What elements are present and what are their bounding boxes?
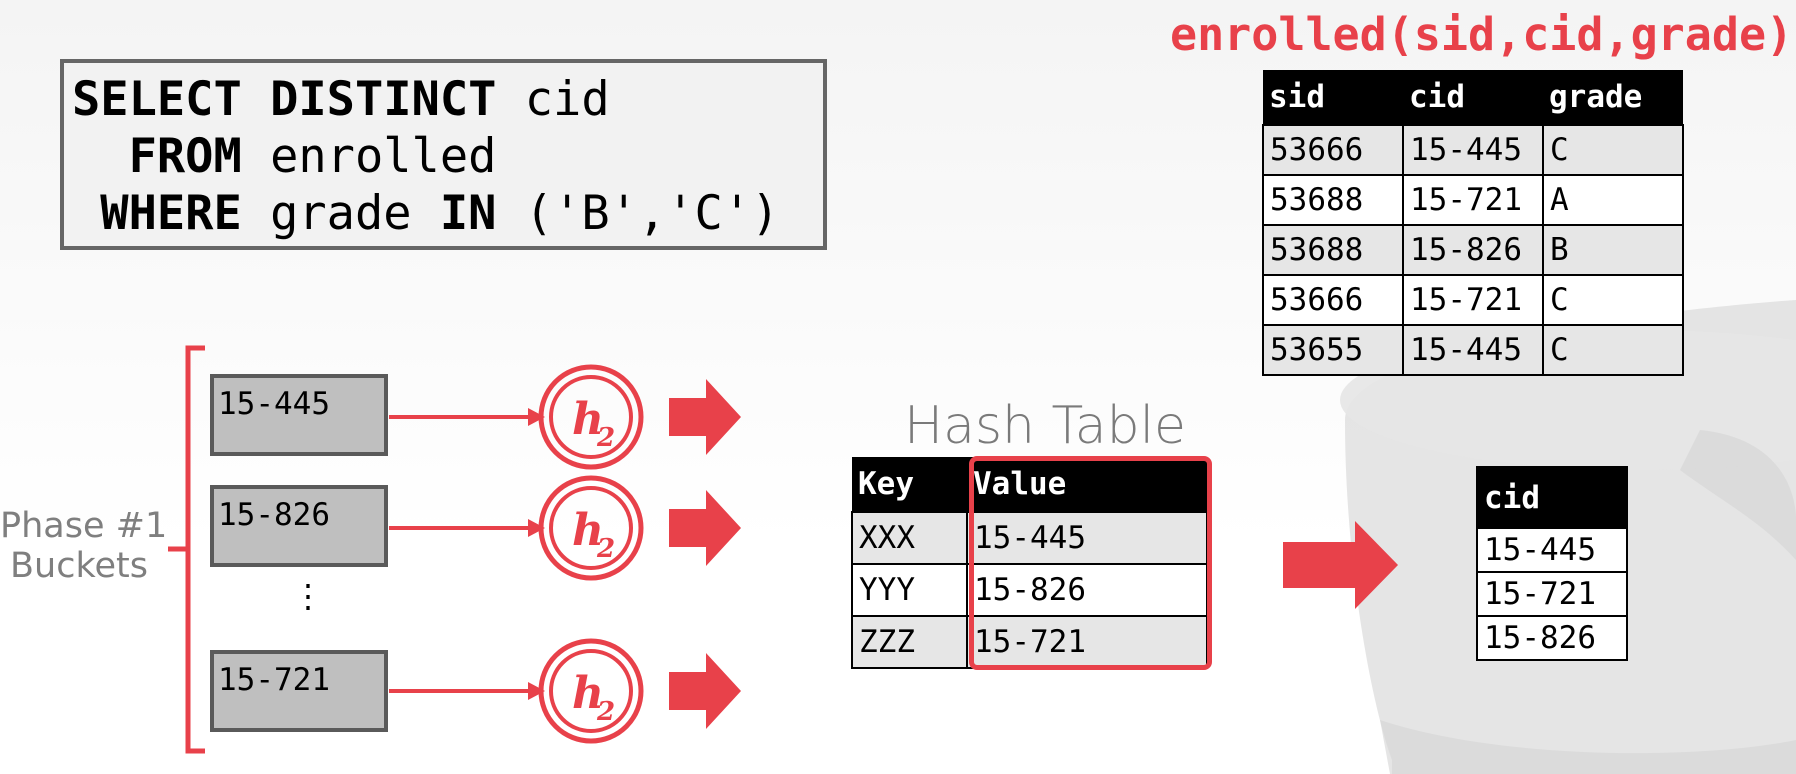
sql-line-from: FROM enrolled bbox=[72, 128, 813, 185]
connector-arrowhead bbox=[528, 408, 545, 700]
value-column-highlight bbox=[969, 456, 1212, 670]
table-cell: ZZZ bbox=[851, 615, 968, 669]
column-header: sid bbox=[1263, 70, 1403, 125]
column-header: cid bbox=[1477, 467, 1627, 528]
result-table: cid 15-445 15-721 15-826 bbox=[1476, 466, 1628, 661]
table-cell: 53688 bbox=[1262, 224, 1404, 276]
sql-query-box: SELECT DISTINCT cid FROM enrolled WHERE … bbox=[60, 59, 827, 250]
table-cell: 15-445 bbox=[966, 511, 1208, 565]
table-cell: 15-826 bbox=[966, 563, 1208, 617]
table-row: 53688 15-721 A bbox=[1262, 174, 1684, 226]
table-row: 53666 15-445 C bbox=[1262, 124, 1684, 176]
table-cell: 15-826 bbox=[1402, 224, 1544, 276]
bucket-box: 15-445 bbox=[210, 374, 388, 456]
table-row: 15-826 bbox=[1476, 615, 1628, 661]
table-row: YYY 15-826 bbox=[851, 563, 1208, 617]
table-cell: 15-721 bbox=[1402, 174, 1544, 226]
table-cell: A bbox=[1542, 174, 1684, 226]
table-cell: 15-445 bbox=[1476, 527, 1628, 573]
table-cell: 53655 bbox=[1262, 324, 1404, 376]
bucket-box: 15-721 bbox=[210, 650, 388, 732]
sql-line-where: WHERE grade IN ('B','C') bbox=[72, 185, 813, 242]
svg-text:h: h bbox=[572, 505, 604, 556]
phase-label-line2: Buckets bbox=[10, 546, 148, 586]
table-cell: 53666 bbox=[1262, 124, 1404, 176]
svg-text:2: 2 bbox=[596, 534, 615, 564]
svg-text:2: 2 bbox=[596, 423, 615, 453]
bucket-bracket bbox=[168, 345, 205, 754]
bucket-box: 15-826 bbox=[210, 485, 388, 567]
sql-text: cid bbox=[496, 72, 610, 127]
table-cell: 15-445 bbox=[1402, 124, 1544, 176]
sql-text: ('B','C') bbox=[496, 186, 780, 241]
enrolled-table-title: enrolled(sid,cid,grade) bbox=[1170, 8, 1794, 61]
table-row: 15-721 bbox=[1476, 571, 1628, 617]
ellipsis: ⋮ bbox=[292, 577, 324, 615]
sql-text: enrolled bbox=[241, 129, 497, 184]
phase-label-line1: Phase #1 bbox=[0, 506, 168, 546]
table-row: 53666 15-721 C bbox=[1262, 274, 1684, 326]
table-cell: C bbox=[1542, 124, 1684, 176]
table-cell: 53688 bbox=[1262, 174, 1404, 226]
table-cell: 15-721 bbox=[1476, 571, 1628, 617]
svg-text:h: h bbox=[572, 668, 604, 719]
sql-keyword: SELECT DISTINCT bbox=[72, 72, 497, 127]
table-row: 53688 15-826 B bbox=[1262, 224, 1684, 276]
table-cell: 53666 bbox=[1262, 274, 1404, 326]
column-header: Value bbox=[967, 457, 1207, 512]
hash-table-title: Hash Table bbox=[904, 396, 1187, 456]
table-cell: 15-826 bbox=[1476, 615, 1628, 661]
hash-function-circle-icon bbox=[538, 364, 644, 744]
table-cell: XXX bbox=[851, 511, 968, 565]
column-header: grade bbox=[1543, 70, 1683, 125]
table-row: 53655 15-445 C bbox=[1262, 324, 1684, 376]
bucket-connector-line bbox=[389, 415, 540, 693]
hash-table: Key Value XXX 15-445 YYY 15-826 ZZZ 15-7… bbox=[851, 457, 1208, 669]
sql-keyword: FROM bbox=[128, 129, 242, 184]
hash-function-label: h 2 h 2 h 2 bbox=[572, 394, 615, 727]
table-row: XXX 15-445 bbox=[851, 511, 1208, 565]
table-cell: 15-445 bbox=[1402, 324, 1544, 376]
arrow-right-icon bbox=[669, 379, 1398, 729]
svg-text:h: h bbox=[572, 394, 604, 445]
enrolled-table: sid cid grade 53666 15-445 C 53688 15-72… bbox=[1262, 70, 1684, 376]
table-cell: C bbox=[1542, 324, 1684, 376]
sql-line-select: SELECT DISTINCT cid bbox=[72, 71, 813, 128]
phase-buckets-label: Phase #1 Buckets bbox=[0, 506, 168, 586]
table-cell: B bbox=[1542, 224, 1684, 276]
table-cell: 15-721 bbox=[966, 615, 1208, 669]
column-header: cid bbox=[1403, 70, 1543, 125]
column-header: Key bbox=[852, 457, 967, 512]
table-row: 15-445 bbox=[1476, 527, 1628, 573]
svg-text:2: 2 bbox=[596, 697, 615, 727]
sql-keyword: IN bbox=[439, 186, 497, 241]
table-row: ZZZ 15-721 bbox=[851, 615, 1208, 669]
sql-text: grade bbox=[241, 186, 440, 241]
table-cell: YYY bbox=[851, 563, 968, 617]
table-cell: 15-721 bbox=[1402, 274, 1544, 326]
table-cell: C bbox=[1542, 274, 1684, 326]
sql-keyword: WHERE bbox=[100, 186, 242, 241]
